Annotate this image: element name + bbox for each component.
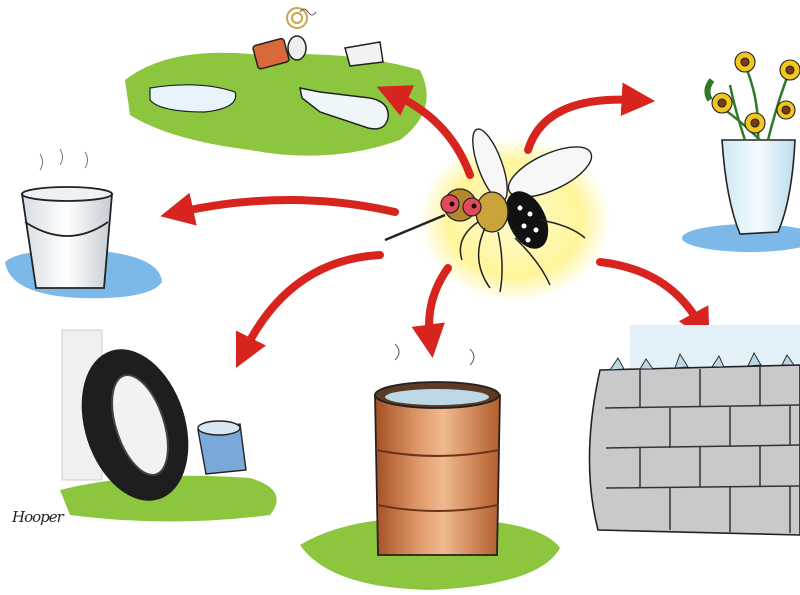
artist-signature: Hooper (12, 508, 64, 526)
mosquito (384, 128, 610, 302)
flower-icon (711, 51, 800, 134)
bucket-icon (20, 193, 113, 289)
paper-cup-icon (344, 41, 384, 67)
mosquito-legs (459, 219, 586, 293)
arrow-to-vase (524, 82, 656, 154)
arrow-to-litter (376, 85, 474, 179)
arrow-to-barrel (411, 264, 452, 358)
puddle (149, 84, 237, 113)
mosquito-wing-icon (472, 128, 593, 202)
brick-wall-site (588, 325, 800, 536)
mosquito-body-icon (384, 188, 549, 249)
arrows (160, 82, 710, 369)
tin-can-icon (197, 420, 247, 475)
grass-patch (125, 52, 427, 156)
litter-site (125, 7, 427, 156)
vase-icon (721, 139, 796, 235)
grass-patch (60, 475, 277, 522)
broken-glass-icon (609, 352, 795, 371)
water-surface (385, 389, 489, 405)
bucket-site (5, 148, 162, 299)
glass-bottle-icon (299, 87, 389, 130)
mosquito-proboscis (384, 213, 446, 242)
barrel-site (300, 343, 560, 590)
flower-vase-site (682, 51, 800, 252)
barrel-icon (374, 394, 501, 556)
brick-wall-icon (588, 364, 800, 536)
arrow-to-wall (596, 258, 710, 343)
tin-can-icon (252, 7, 308, 70)
arrow-to-bucket (160, 192, 399, 226)
tire-site (60, 329, 277, 522)
arrow-to-tire (235, 251, 384, 369)
